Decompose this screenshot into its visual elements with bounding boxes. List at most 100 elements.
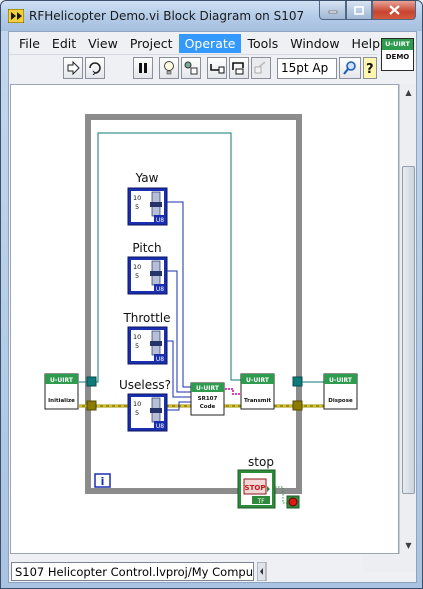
step-out-icon [254, 61, 266, 74]
code-label-1: SR107 [198, 396, 218, 402]
minimize-icon [328, 10, 337, 14]
stop-button-text: STOP [245, 484, 266, 492]
menu-help[interactable]: Help [351, 35, 381, 51]
pause-icon [139, 63, 147, 73]
highlight-execution-button[interactable] [159, 57, 179, 79]
vi-icon-header: U-UIRT [382, 39, 413, 50]
scroll-down-icon[interactable]: ▼ [405, 541, 412, 550]
lightbulb-icon [164, 61, 174, 75]
chevron-left-icon [260, 568, 263, 575]
stop-wire [275, 486, 287, 504]
menu-edit[interactable]: Edit [51, 35, 77, 51]
step-over-button[interactable] [229, 57, 249, 79]
throttle-scale-top: 10 [133, 333, 141, 341]
pitch-control[interactable]: Pitch 10 5 U8 [127, 241, 168, 295]
vertical-scrollbar[interactable]: ▲ ▼ [399, 84, 416, 554]
run-continuously-icon [89, 62, 101, 75]
minimize-button[interactable] [319, 1, 346, 20]
loop-condition-terminal[interactable] [286, 495, 300, 509]
menu-operate[interactable]: Operate [178, 33, 242, 53]
title-bar[interactable]: RFHelicopter Demo.vi Block Diagram on S1… [1, 1, 422, 31]
block-diagram-client: File Edit View Project Operate Tools Win… [8, 31, 417, 583]
throttle-type: U8 [156, 356, 164, 363]
initialize-subvi[interactable]: U-UIRT Initialize [44, 373, 79, 410]
yaw-control[interactable]: Yaw 10 5 U8 [127, 171, 168, 226]
vi-icon[interactable]: U-UIRT DEMO [381, 38, 414, 71]
transmit-label: Transmit [244, 398, 271, 404]
code-label-2: Code [200, 404, 216, 410]
transmit-header: U-UIRT [246, 377, 270, 384]
menu-bar: File Edit View Project Operate Tools Win… [9, 32, 380, 54]
throttle-label: Throttle [122, 311, 170, 325]
window-controls [319, 1, 416, 21]
vi-icon-label: DEMO [385, 53, 410, 61]
run-button[interactable] [63, 57, 83, 79]
step-out-button[interactable] [251, 57, 271, 79]
yaw-scale-top: 10 [133, 194, 141, 202]
yaw-type: U8 [156, 217, 164, 224]
iteration-label: i [101, 475, 105, 488]
dispose-label: Dispose [328, 398, 353, 404]
context-help-button[interactable]: ? [363, 57, 377, 79]
pitch-scale-top: 10 [133, 263, 141, 271]
menu-view[interactable]: View [88, 35, 118, 51]
refnum-tunnel-left [86, 376, 97, 387]
step-over-icon [232, 62, 244, 75]
code-header: U-UIRT [196, 385, 220, 392]
search-icon [343, 61, 356, 75]
dispose-header: U-UIRT [329, 377, 353, 384]
menu-window[interactable]: Window [290, 35, 340, 51]
initialize-label: Initialize [48, 398, 75, 404]
pitch-label: Pitch [132, 241, 161, 255]
error-tunnel-left [86, 400, 97, 411]
initialize-header: U-UIRT [50, 377, 74, 384]
code-subvi[interactable]: U-UIRT SR107 Code [190, 382, 225, 416]
status-bar-arrow[interactable] [257, 562, 357, 581]
maximize-icon [354, 5, 364, 15]
labview-icon [8, 9, 24, 23]
window-title: RFHelicopter Demo.vi Block Diagram on S1… [29, 9, 309, 23]
useless-label: Useless? [119, 378, 171, 392]
retain-wire-values-button[interactable] [181, 57, 201, 79]
error-tunnel-right [292, 400, 303, 411]
retain-wire-icon [184, 61, 198, 75]
scroll-thumb[interactable] [402, 166, 415, 494]
search-button[interactable] [339, 57, 361, 79]
useless-scale-top: 10 [133, 400, 141, 408]
useless-control[interactable]: Useless? 10 5 U8 [119, 378, 171, 432]
svg-text:?: ? [366, 62, 374, 75]
toolbar: 15pt Ap ? [9, 54, 377, 82]
menu-file[interactable]: File [19, 35, 40, 51]
scroll-up-icon[interactable]: ▲ [405, 88, 412, 97]
useless-wire [167, 401, 191, 411]
block-diagram-canvas[interactable]: Yaw 10 5 U8 Pitch 10 5 [10, 84, 399, 554]
close-button[interactable] [372, 1, 416, 20]
pitch-wire [167, 270, 191, 393]
stop-label: stop [248, 455, 274, 469]
text-settings-dropdown[interactable]: 15pt Ap [277, 58, 337, 79]
menu-project[interactable]: Project [129, 35, 173, 51]
pause-button[interactable] [133, 57, 153, 79]
throttle-scale-mid: 5 [135, 342, 139, 350]
transmit-subvi[interactable]: U-UIRT Transmit [240, 373, 275, 410]
step-into-icon [210, 64, 225, 74]
diagram-svg: Yaw 10 5 U8 Pitch 10 5 [44, 114, 358, 509]
stop-control[interactable]: stop STOP TF [237, 455, 276, 509]
help-icon: ? [366, 62, 374, 75]
while-loop[interactable] [85, 114, 302, 494]
step-into-button[interactable] [207, 57, 227, 79]
throttle-control[interactable]: Throttle 10 5 U8 [122, 311, 171, 365]
scroll-corner [363, 554, 416, 572]
status-bar-path: S107 Helicopter Control.lvproj/My Comput… [11, 562, 254, 581]
menu-tools[interactable]: Tools [247, 35, 279, 51]
pitch-scale-mid: 5 [135, 272, 139, 280]
stop-type: TF [256, 498, 265, 505]
throttle-wire [167, 340, 191, 398]
run-continuously-button[interactable] [85, 57, 105, 79]
pitch-type: U8 [156, 286, 164, 293]
code-wire [225, 388, 241, 395]
dispose-subvi[interactable]: U-UIRT Dispose [323, 373, 358, 410]
maximize-button[interactable] [346, 1, 372, 20]
yaw-label: Yaw [135, 171, 159, 185]
